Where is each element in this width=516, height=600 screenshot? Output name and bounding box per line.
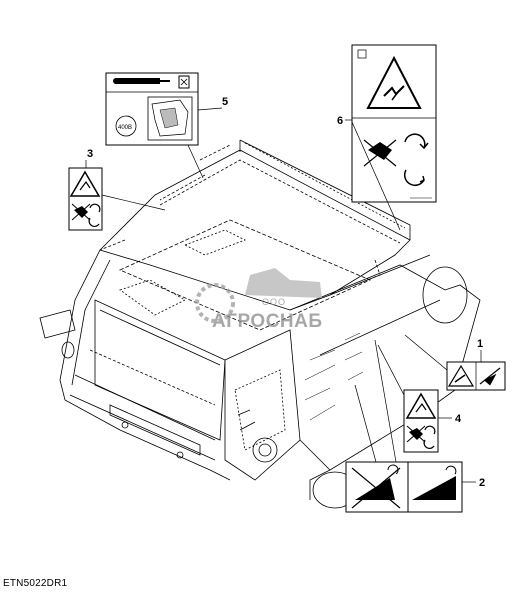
safety-label-6 [345,44,437,231]
safety-label-4 [377,344,452,453]
warning-triangle-icon [447,364,475,387]
safety-label-1 [404,334,506,391]
hand-crush-icon [71,203,91,221]
callout-5: 5 [222,96,228,108]
label5-code: 400B [118,125,132,131]
machine-frame [39,139,481,509]
callout-1: 1 [477,338,483,350]
safety-label-5: 400B [105,72,223,179]
lift-cylinder-icon [113,78,170,84]
callout-4: 4 [455,413,462,425]
callout-2: 2 [479,477,485,489]
watermark: ООО АГРОСНАБ [195,268,323,332]
crush-warning-icon [351,464,401,509]
callout-6: 6 [337,115,343,127]
gear-logo-icon [195,283,235,323]
warning-triangle-icon [405,392,437,419]
figure-id-label: ETN5022DR1 [3,578,68,589]
hand-crush-icon [406,425,426,443]
tractor-logo-icon [245,268,322,298]
watermark-prefix: ООО [262,297,286,307]
warning-triangle-icon [69,170,101,197]
wedge-warning-icon [412,465,457,500]
callout-3: 3 [87,148,93,160]
book-icon [178,75,190,89]
rotating-arrows-icon [423,425,436,449]
rotating-arrows-icon [88,203,101,227]
safety-label-3 [68,160,166,231]
warning-triangle-icon [366,55,422,109]
safety-label-2 [345,339,476,513]
watermark-name: АГРОСНАБ [212,311,323,332]
rotating-arrows-icon [403,133,429,186]
